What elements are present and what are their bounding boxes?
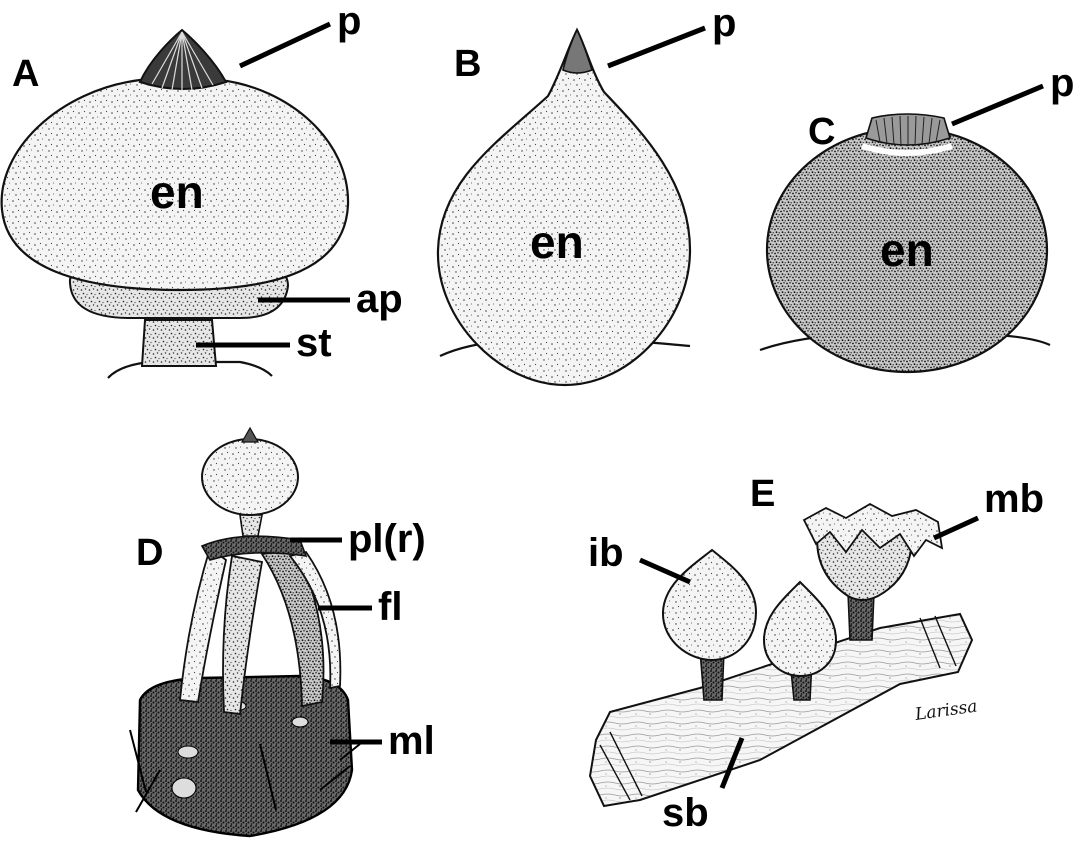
panel-c: C p en xyxy=(760,61,1074,372)
label-d-ml: ml xyxy=(388,719,435,763)
immature-basidioma-2-e xyxy=(764,582,836,676)
panel-letter-a: A xyxy=(12,53,39,95)
panel-a: A p en ap st xyxy=(2,0,403,378)
panel-e: E ib mb sb Larissa xyxy=(588,473,1044,835)
label-e-ib: ib xyxy=(588,531,624,575)
label-e-mb: mb xyxy=(984,477,1044,521)
leader-a-p xyxy=(240,24,330,66)
label-e-sb: sb xyxy=(662,791,709,835)
mature-basidioma-e xyxy=(817,528,912,600)
stalk-d xyxy=(240,515,262,536)
leader-c-p xyxy=(952,86,1043,124)
panel-b: B p en xyxy=(438,1,736,385)
leader-e-mb xyxy=(934,518,978,538)
immature-basidioma-1-e xyxy=(663,550,756,660)
sporesac-d xyxy=(202,439,298,515)
label-b-p: p xyxy=(712,1,736,45)
panel-d: D pl(r) fl ml xyxy=(130,428,435,836)
label-d-fl: fl xyxy=(378,585,402,629)
sporesac-apex-d xyxy=(242,428,258,442)
leader-b-p xyxy=(608,28,705,66)
label-a-ap: ap xyxy=(356,277,403,321)
leader-e-ib xyxy=(640,560,690,582)
label-a-en: en xyxy=(150,166,204,218)
label-a-p: p xyxy=(337,0,361,43)
label-c-en: en xyxy=(880,224,934,276)
artist-signature: Larissa xyxy=(913,696,979,725)
panel-letter-b: B xyxy=(454,43,481,85)
panel-letter-e: E xyxy=(750,473,775,515)
panel-letter-d: D xyxy=(136,532,163,574)
label-c-p: p xyxy=(1050,61,1074,105)
label-b-en: en xyxy=(530,216,584,268)
label-a-st: st xyxy=(296,321,332,365)
label-d-pl: pl(r) xyxy=(348,517,426,561)
